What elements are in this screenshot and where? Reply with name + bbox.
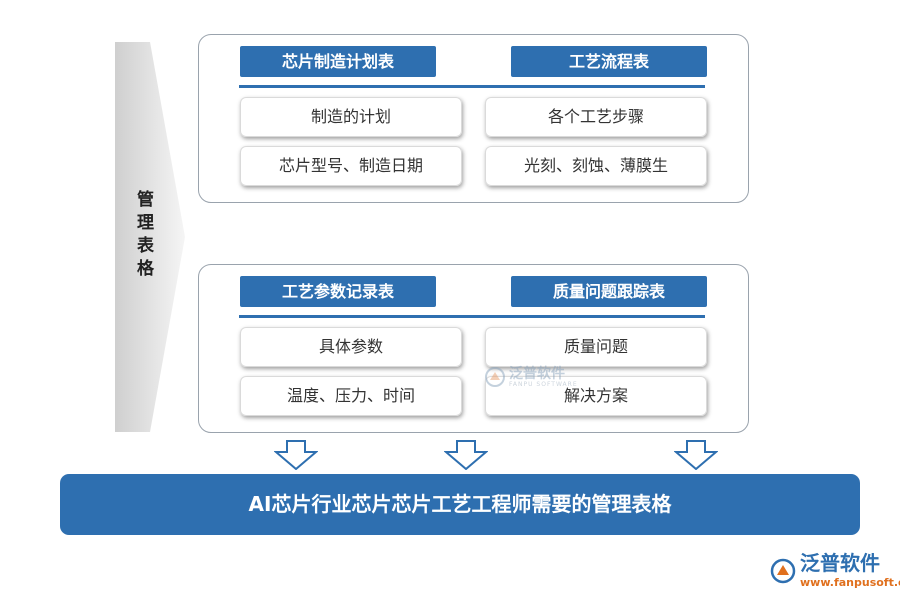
divider-rule [239, 85, 705, 88]
brand-logo-icon [770, 558, 796, 583]
watermark-logo-icon [485, 367, 505, 387]
cell-chip-model-date: 芯片型号、制造日期 [240, 146, 462, 186]
table-group-2: 工艺参数记录表 质量问题跟踪表 具体参数 质量问题 温度、压力、时间 解决方案 [198, 264, 749, 433]
side-label: 管理表格 [133, 190, 153, 282]
cell-specific-parameters: 具体参数 [240, 327, 462, 367]
watermark: 泛普软件 FANPU SOFTWARE [484, 366, 578, 388]
side-chevron-arrow [115, 42, 185, 432]
cell-solution: 解决方案 [485, 376, 707, 416]
header-quality-issue-tracking: 质量问题跟踪表 [511, 276, 707, 307]
header-process-parameter-record: 工艺参数记录表 [240, 276, 436, 307]
down-arrow-icon [674, 440, 718, 470]
header-chip-manufacturing-plan: 芯片制造计划表 [240, 46, 436, 77]
divider-rule [239, 315, 705, 318]
watermark-text: 泛普软件 [509, 365, 565, 382]
brand-name: 泛普软件 [800, 551, 880, 575]
cell-manufacturing-plan: 制造的计划 [240, 97, 462, 137]
cell-temperature-pressure-time: 温度、压力、时间 [240, 376, 462, 416]
brand-url: www.fanpusoft.com [800, 576, 900, 589]
table-group-1: 芯片制造计划表 工艺流程表 制造的计划 各个工艺步骤 芯片型号、制造日期 光刻、… [198, 34, 749, 203]
cell-quality-issues: 质量问题 [485, 327, 707, 367]
down-arrow-icon [274, 440, 318, 470]
summary-banner: AI芯片行业芯片芯片工艺工程师需要的管理表格 [60, 474, 860, 535]
down-arrow-icon [444, 440, 488, 470]
cell-process-steps: 各个工艺步骤 [485, 97, 707, 137]
cell-lithography-etching: 光刻、刻蚀、薄膜生 [485, 146, 707, 186]
watermark-subtext: FANPU SOFTWARE [509, 380, 578, 388]
brand-logo: 泛普软件 www.fanpusoft.com [770, 552, 900, 589]
header-process-flow: 工艺流程表 [511, 46, 707, 77]
